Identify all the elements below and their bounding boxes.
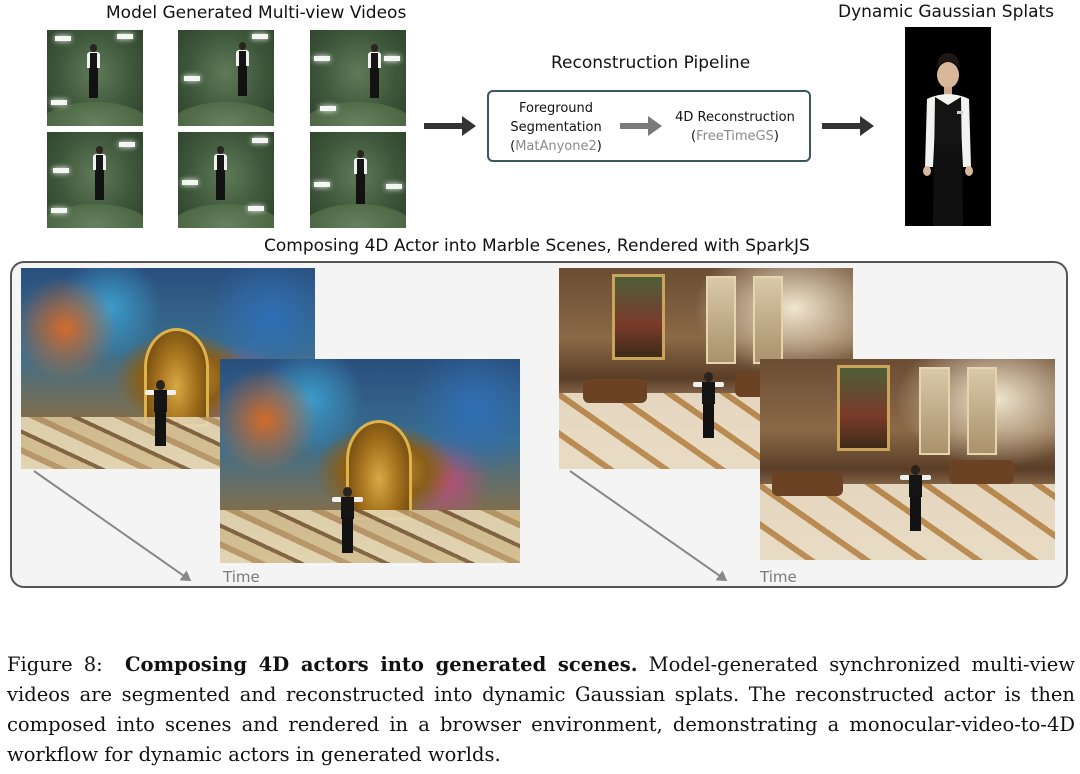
time-label-left: Time bbox=[223, 568, 260, 586]
reconstruction-tool: FreeTimeGS bbox=[696, 129, 774, 144]
segmentation-label-1: Foreground bbox=[518, 101, 594, 116]
paren-open: ( bbox=[510, 139, 516, 154]
reconstruction-label: 4D Reconstruction bbox=[675, 110, 795, 125]
caption-body: Model-generated synchronized multi-view … bbox=[7, 653, 1075, 766]
palace-scene-frame-2 bbox=[760, 359, 1055, 560]
fantasy-scene-frame-2 bbox=[220, 359, 520, 563]
pipeline-header: Reconstruction Pipeline bbox=[551, 53, 751, 73]
gaussian-splat-image bbox=[905, 27, 991, 226]
multiview-frame bbox=[178, 132, 274, 228]
caption-label: Figure 8: bbox=[7, 653, 103, 676]
splats-header: Dynamic Gaussian Splats bbox=[838, 2, 1055, 22]
paren-close: ) bbox=[596, 139, 602, 154]
pipeline-box bbox=[487, 90, 811, 162]
segmentation-tool: MatAnyone2 bbox=[515, 139, 597, 154]
compose-header: Composing 4D Actor into Marble Scenes, R… bbox=[264, 236, 810, 256]
segmentation-label-2: Segmentation bbox=[510, 120, 602, 135]
reconstruction-step: 4D Reconstruction (FreeTimeGS) bbox=[662, 108, 808, 146]
time-label-right: Time bbox=[760, 568, 797, 586]
multiview-frame bbox=[310, 132, 406, 228]
paren-close: ) bbox=[773, 129, 779, 144]
arrow-seg-to-recon bbox=[620, 116, 662, 136]
figure-caption: Figure 8: Composing 4D actors into gener… bbox=[7, 650, 1075, 770]
arrow-to-pipeline bbox=[424, 116, 476, 136]
multiview-frame bbox=[47, 132, 143, 228]
paren-open: ( bbox=[691, 129, 697, 144]
multiview-frame bbox=[47, 30, 143, 126]
multiview-frame bbox=[310, 30, 406, 126]
segmentation-step: Foreground Segmentation (MatAnyone2) bbox=[500, 99, 612, 156]
arrow-to-splats bbox=[822, 116, 874, 136]
multiview-header: Model Generated Multi-view Videos bbox=[106, 3, 407, 23]
caption-title: Composing 4D actors into generated scene… bbox=[124, 653, 638, 676]
multiview-frame bbox=[178, 30, 274, 126]
